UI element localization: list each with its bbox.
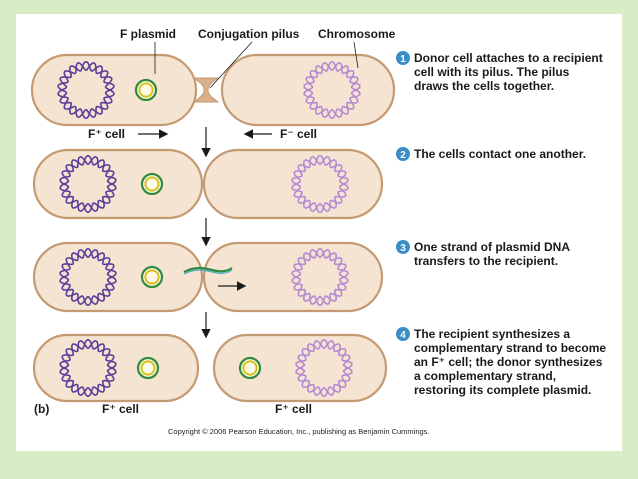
panel-label: (b) <box>34 402 49 416</box>
copyright-notice: Copyright © 2006 Pearson Education, Inc.… <box>168 427 430 436</box>
step-4-line-3: an F⁺ cell; the donor synthesizes <box>414 355 603 369</box>
recipient-cell-3 <box>202 241 384 313</box>
conjugation-pilus-label: Conjugation pilus <box>198 27 300 41</box>
donor-plasmid-2 <box>140 172 164 196</box>
step-number-2: 2 <box>400 150 406 161</box>
recipient-plasmid <box>238 356 262 380</box>
step-badge-1 <box>396 51 410 65</box>
donor-plasmid-1 <box>134 78 158 102</box>
step-1-line-1: Donor cell attaches to a recipient <box>414 51 603 65</box>
donor-cell-1 <box>30 53 198 127</box>
f-plus-cell-label-bottom-left: F⁺ cell <box>102 402 139 416</box>
f-plus-cell-label-top: F⁺ cell <box>88 127 125 141</box>
step-badge-3 <box>396 240 410 254</box>
donor-chromosome-2 <box>59 154 117 214</box>
dna-layer <box>57 60 361 398</box>
step-number-4: 4 <box>400 330 406 341</box>
f-minus-cell-label: F⁻ cell <box>280 127 317 141</box>
step-4-line-1: The recipient synthesizes a <box>414 327 570 341</box>
step-number-1: 1 <box>400 54 406 65</box>
donor-chromosome-3 <box>59 247 117 307</box>
step-descriptions: 1 Donor cell attaches to a recipientcell … <box>396 51 606 397</box>
recipient-cell-2 <box>202 148 384 220</box>
conjugation-pilus <box>192 77 220 103</box>
step-1-line-3: draws the cells together. <box>414 79 554 93</box>
donor-chromosome-1 <box>57 60 115 120</box>
chromosome-label: Chromosome <box>318 27 396 41</box>
recipient-chromosome-1 <box>303 60 361 120</box>
donor-plasmid-4 <box>136 356 160 380</box>
donor-plasmid-3 <box>140 265 164 289</box>
donor-cell-4 <box>32 333 200 403</box>
recipient-chromosome-4 <box>295 338 353 398</box>
step-4-line-5: restoring its complete plasmid. <box>414 383 591 397</box>
f-plus-cell-label-bottom-right: F⁺ cell <box>275 402 312 416</box>
recipient-chromosome-2 <box>291 154 349 214</box>
step-badge-2 <box>396 147 410 161</box>
step-badge-4 <box>396 327 410 341</box>
donor-chromosome-4 <box>59 338 117 398</box>
recipient-chromosome-3 <box>291 247 349 307</box>
step-2-line-1: The cells contact one another. <box>414 147 586 161</box>
chromosome-leader <box>353 41 359 69</box>
pilus-leader <box>209 41 253 89</box>
step-3-line-1: One strand of plasmid DNA <box>414 240 570 254</box>
donor-cell-2 <box>32 148 204 220</box>
transfer-strand <box>183 266 233 273</box>
f-plasmid-label: F plasmid <box>120 27 176 41</box>
step-number-3: 3 <box>400 243 406 254</box>
donor-cell-3 <box>32 241 204 313</box>
step-4-line-2: complementary strand to become <box>414 341 606 355</box>
step-4-line-4: a complementary strand, <box>414 369 556 383</box>
step-1-line-2: cell with its pilus. The pilus <box>414 65 570 79</box>
step-3-line-2: transfers to the recipient. <box>414 254 558 268</box>
